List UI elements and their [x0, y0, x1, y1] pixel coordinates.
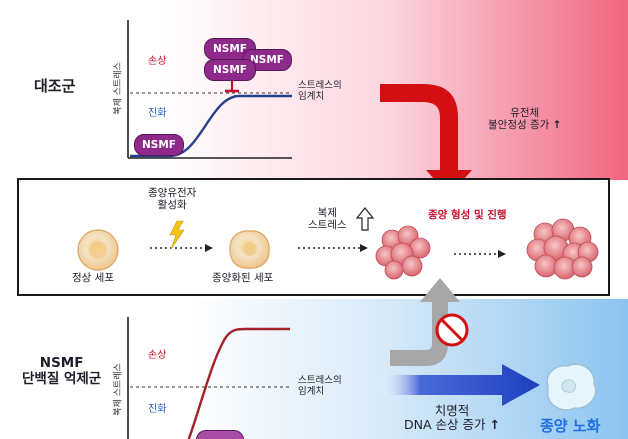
control-group-label: 대조군: [34, 77, 76, 95]
dotted-arrow-3: [454, 250, 506, 258]
senescent-cell-icon: [546, 363, 597, 411]
bottom-y-axis-label: 복제 스트레스: [113, 363, 124, 416]
top-threshold-line1: 스트레스의: [298, 80, 342, 91]
normal-cell-icon: [77, 229, 119, 271]
top-y-axis-label: 복제 스트레스: [113, 62, 124, 115]
bottom-evolution-label: 진화: [148, 404, 167, 415]
transformed-cell-icon: [229, 230, 270, 269]
top-result-line2: 불안정성 증가: [488, 119, 550, 132]
bottom-chart: [127, 317, 292, 439]
prohibition-icon: [435, 313, 469, 347]
bottom-threshold-line1: 스트레스의: [298, 375, 342, 386]
top-threshold-label: 스트레스의 임계치: [298, 80, 342, 103]
bottom-damage-label: 손상: [148, 350, 167, 361]
blue-arrow-icon: [380, 364, 540, 406]
middle-panel: [17, 178, 610, 296]
middle-graphics: [77, 207, 599, 280]
top-damage-label: 손상: [148, 56, 167, 67]
replication-line1: 복제: [317, 207, 337, 219]
nsmf-pill-partial: [196, 430, 244, 439]
tumor-cluster-icon: [375, 225, 431, 280]
up-arrow-icon: ↑: [489, 417, 500, 433]
bottom-result-line1: 치명적: [434, 403, 470, 418]
top-section-bg: [0, 0, 628, 180]
nsmf-pill: NSMF: [204, 59, 256, 81]
oncogene-activation-label: 종양유전자 활성화: [148, 187, 196, 211]
top-result-line2-wrap: 불안정성 증가 ↑: [488, 119, 561, 131]
bottom-stress-curve: [187, 327, 290, 439]
transformed-cell-label: 종양화된 세포: [212, 272, 274, 284]
replication-stress-label: 복제 스트레스: [308, 207, 347, 231]
tumor-senescence-label: 종양 노화: [540, 417, 601, 435]
replication-line2: 스트레스: [308, 219, 347, 232]
red-arrow-icon: [380, 84, 472, 196]
top-result-line1: 유전체: [510, 107, 540, 119]
blocked-gray-arrow: [390, 278, 469, 366]
dotted-arrow-1: [150, 244, 213, 252]
normal-cell-label: 정상 세포: [72, 272, 114, 284]
nsmf-group-line2: 단백질 억제군: [22, 370, 102, 387]
nsmf-pill: NSMF: [134, 134, 184, 156]
outline-up-arrow-icon: [355, 207, 375, 231]
tumor-progression-label: 종양 형성 및 진행: [428, 209, 507, 221]
top-threshold-line2: 임계치: [298, 90, 325, 102]
dotted-arrow-2: [298, 244, 368, 252]
oncogene-line1: 종양유전자: [148, 187, 197, 199]
bottom-result-line2-wrap: DNA 손상 증가 ↑: [404, 418, 500, 432]
oncogene-line2: 활성화: [157, 199, 187, 212]
top-result-label: 유전체 불안정성 증가 ↑: [488, 107, 561, 131]
nsmf-inhibition-group-label: NSMF 단백질 억제군: [22, 355, 102, 387]
lightning-icon: [169, 220, 185, 250]
bottom-result-line2: DNA 손상 증가: [404, 417, 486, 433]
nsmf-group-line1: NSMF: [39, 355, 84, 371]
up-arrow-icon: ↑: [552, 119, 562, 132]
large-tumor-cluster-icon: [526, 218, 599, 280]
bottom-section-bg: [0, 299, 628, 439]
bottom-threshold-line2: 임계치: [298, 385, 325, 397]
bottom-result-label: 치명적 DNA 손상 증가 ↑: [404, 403, 500, 433]
bottom-threshold-label: 스트레스의 임계치: [298, 375, 342, 398]
top-evolution-label: 진화: [148, 108, 167, 119]
